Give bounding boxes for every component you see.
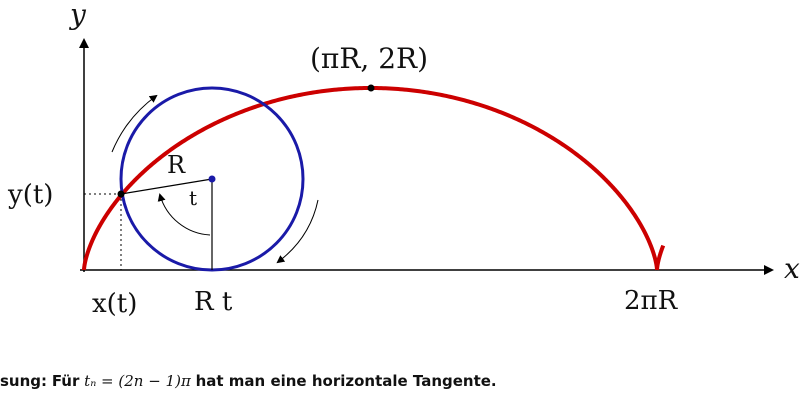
radius-label: R bbox=[167, 151, 186, 179]
cycloid-curve bbox=[82, 85, 666, 271]
center-point bbox=[208, 175, 216, 183]
angle-arc bbox=[157, 193, 211, 236]
caption-formula: tₙ = (2n − 1)π bbox=[84, 372, 191, 390]
peak-point bbox=[367, 84, 375, 92]
center-x-label: R t bbox=[194, 287, 233, 317]
caption-text-2: hat man eine horizontale Tangente. bbox=[195, 372, 497, 390]
caption-text-1: Für bbox=[51, 372, 80, 390]
rotation-arrow-bottom bbox=[276, 199, 319, 264]
caption-lead: sung: bbox=[0, 372, 48, 390]
two-pi-r-label: 2πR bbox=[624, 286, 679, 316]
caption: sung: Für tₙ = (2n − 1)π hat man eine ho… bbox=[0, 372, 810, 396]
x-axis-label: x bbox=[784, 252, 800, 285]
x-of-t-label: x(t) bbox=[92, 289, 137, 319]
radius-line bbox=[120, 178, 213, 195]
y-of-t-label: y(t) bbox=[7, 180, 53, 210]
rotation-arrow-top bbox=[111, 94, 158, 153]
curve-point bbox=[117, 190, 125, 198]
peak-label: (πR, 2R) bbox=[310, 42, 428, 75]
angle-label: t bbox=[189, 186, 197, 210]
y-axis-label: y bbox=[68, 0, 87, 31]
